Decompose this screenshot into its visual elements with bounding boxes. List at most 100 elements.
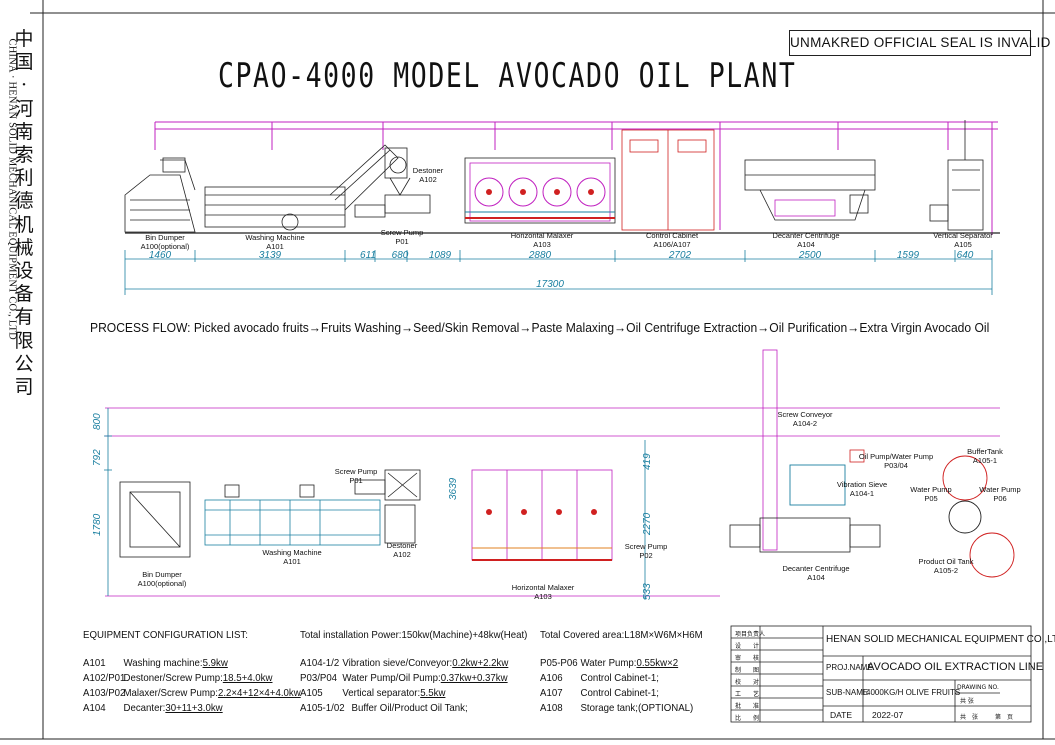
plan-walls [105, 407, 1000, 597]
elev-dim: 1599 [896, 250, 920, 261]
elev-dim-total: 17300 [536, 279, 564, 290]
tb-sub-label: SUB-NAME [826, 688, 869, 697]
tanks-plan [942, 455, 1015, 578]
equipment-row: A102/P01Destoner/Screw Pump:18.5+4.0kw [83, 672, 273, 684]
plan-vdim: 1780 [92, 513, 103, 536]
tb-proj-value: AVOCADO OIL EXTRACTION LINE [867, 661, 1044, 673]
tb-drawing-label: DRAWING NO. [957, 684, 999, 691]
bin-dumper-elev [124, 157, 196, 233]
tb-row: 审 核 [735, 655, 760, 662]
elev-dim: 640 [956, 250, 974, 261]
elev-dim: 2880 [528, 250, 552, 261]
tb-sub-value: 4000KG/H OLIVE FRUITS [866, 688, 961, 697]
tb-date-value: 2022-07 [872, 710, 904, 720]
tb-sheets-total: 共 张 [960, 714, 979, 721]
plan-dim-lines [104, 408, 646, 600]
tb-proj-label: PROJ.NAME [826, 663, 873, 672]
destoner-elev [354, 147, 431, 218]
washing-machine-plan [204, 499, 381, 546]
plan-vdim: 800 [92, 413, 103, 430]
bin-dumper-plan [119, 481, 191, 558]
company-name-cn: 中国·河南索利德机械设备有限公司 [14, 28, 34, 399]
plan-vdim: 792 [92, 449, 103, 466]
elev-dim-lines [124, 250, 993, 295]
elev-dim: 611 [360, 250, 376, 261]
equipment-power: Total installation Power:150kw(Machine)+… [300, 629, 528, 641]
elev-dim: 2500 [798, 250, 822, 261]
malaxer-plan [471, 469, 613, 561]
plan-vdim: 419 [642, 453, 653, 470]
equipment-area: Total Covered area:L18M×W6M×H6M [540, 629, 703, 641]
tb-row: 比 例 [735, 715, 760, 722]
company-name-en: CHINA · HENAN SOLID MECHANICAL EQUIPMENT… [6, 38, 18, 340]
drawing-title: CPAO-4000 MODEL AVOCADO OIL PLANT [218, 56, 797, 96]
tb-row: 项目负责人 [735, 631, 766, 638]
plan-vdim: 3639 [448, 477, 459, 500]
vertical-separator-elev [929, 120, 984, 231]
malaxer-elev [464, 157, 616, 224]
plan-vdim: 2270 [642, 512, 653, 535]
equipment-header: EQUIPMENT CONFIGURATION LIST: [83, 629, 248, 641]
vibration-sieve-plan [789, 464, 846, 506]
destoner-plan [354, 469, 421, 544]
elev-dim: 2702 [668, 250, 692, 261]
company-name-en-wrap: CHINA · HENAN SOLID MECHANICAL EQUIPMENT… [5, 38, 21, 370]
decanter-plan [729, 517, 881, 553]
elev-dim: 1460 [148, 250, 172, 261]
elev-dim: 3139 [258, 250, 282, 261]
control-cabinet-elev [621, 129, 715, 231]
tb-row: 批 准 [735, 703, 760, 710]
elev-dim: 1089 [428, 250, 452, 261]
tb-row: 设 计 [735, 643, 760, 650]
process-flow: PROCESS FLOW: Picked avocado fruits→Frui… [90, 320, 990, 335]
decanter-elev [744, 159, 876, 221]
tb-row: 工 艺 [735, 691, 760, 698]
elevation-view [124, 120, 1000, 295]
seal-notice: UNMAKRED OFFICIAL SEAL IS INVALID [789, 30, 1050, 56]
title-block-lines [730, 625, 1032, 723]
tb-drawing-no: 共 张 [960, 698, 974, 705]
equipment-row: A103/P02Malaxer/Screw Pump:2.2×4+12×4+4.… [83, 687, 301, 699]
elev-dim: 680 [391, 250, 409, 261]
plan-vdim: 533 [642, 583, 653, 600]
tb-row: 校 对 [735, 679, 760, 686]
tb-date-label: DATE [830, 710, 853, 720]
plan-view [104, 349, 1015, 600]
tb-sheet-no: 第 页 [995, 714, 1014, 721]
tb-row: 制 图 [735, 667, 760, 674]
tb-company: HENAN SOLID MECHANICAL EQUIPMENT CO.,LTD [826, 634, 1055, 645]
sheet-border [42, 12, 1044, 740]
